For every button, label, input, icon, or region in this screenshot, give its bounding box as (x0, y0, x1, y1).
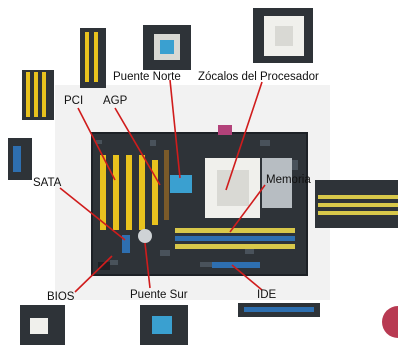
accent-circle (382, 306, 398, 338)
thumb-ide (238, 303, 320, 317)
label-agp: AGP (103, 95, 127, 108)
label-sata: SATA (33, 177, 61, 190)
motherboard-photo (92, 125, 307, 275)
label-cpu-sockets: Zócalos del Procesador (198, 71, 319, 84)
thumb-cpu-socket (253, 8, 313, 63)
label-south-bridge: Puente Sur (130, 289, 188, 302)
agp-slot (164, 150, 169, 220)
thumb-sata (8, 138, 32, 180)
memory-slots (175, 228, 295, 249)
label-ide: IDE (257, 289, 276, 302)
thumb-south-bridge (140, 305, 188, 345)
label-north-bridge: Puente Norte (113, 71, 181, 84)
ide-connector (212, 262, 260, 268)
label-memory: Memoria (266, 174, 311, 187)
label-bios: BIOS (47, 291, 74, 304)
thumb-bios (20, 305, 65, 345)
thumb-pci-2 (22, 70, 54, 120)
thumb-memory (315, 180, 398, 228)
south-bridge-chip (138, 229, 152, 243)
thumb-north-bridge (143, 25, 191, 70)
thumb-pci (80, 28, 106, 88)
label-pci: PCI (64, 95, 83, 108)
north-bridge-heatsink (170, 175, 192, 193)
